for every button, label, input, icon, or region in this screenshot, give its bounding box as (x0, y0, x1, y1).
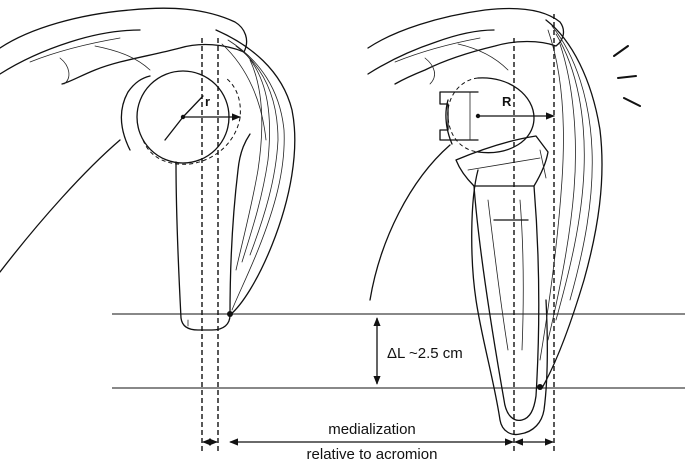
baseplate (439, 91, 479, 141)
scapula-left (0, 139, 121, 273)
deltoid-left (215, 29, 296, 316)
radius-label-R: R (502, 94, 512, 109)
native-shoulder: r (0, 7, 296, 452)
glenosphere (477, 77, 535, 154)
medialization-label: medialization (328, 421, 416, 438)
delta-l-label: ΔL ~2.5 cm (387, 345, 463, 362)
prosthetic-shoulder: R (367, 7, 641, 452)
relative-to-acromion-label: relative to acromion (307, 446, 438, 463)
acromion-right (367, 7, 565, 85)
scapula-right (369, 144, 451, 301)
humeral-cup (455, 135, 549, 187)
acromion-left (0, 7, 248, 85)
radius-label-r: r (205, 94, 210, 109)
humerus-left (175, 133, 251, 331)
radius-line (182, 95, 204, 118)
humeral-stem (473, 185, 540, 422)
insertion-point-left (227, 311, 233, 317)
insertion-point-right (537, 384, 543, 390)
deltoid-right (541, 19, 603, 389)
